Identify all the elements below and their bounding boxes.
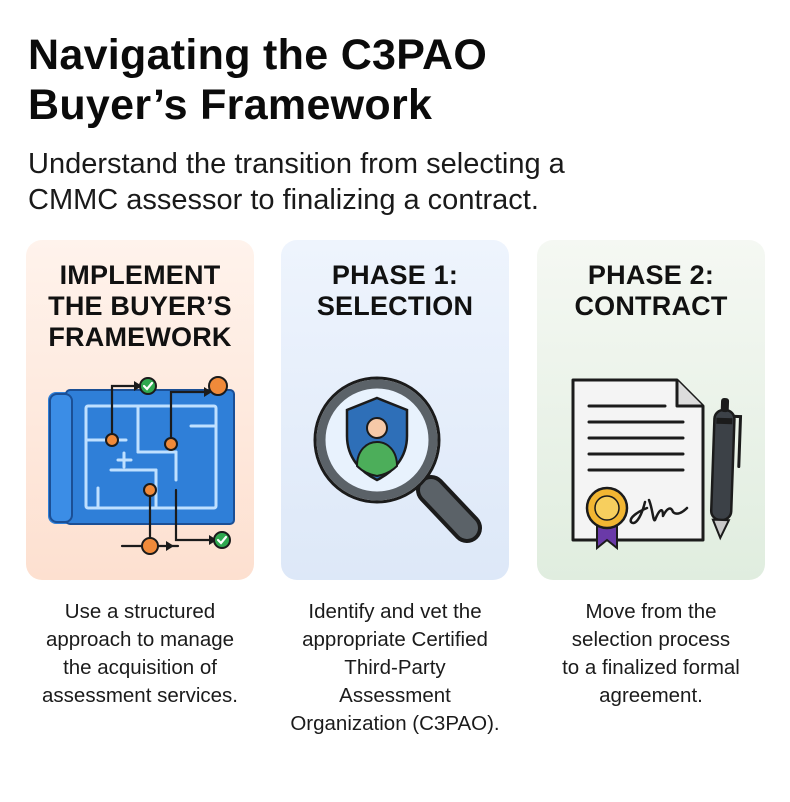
description-line: Use a structured [64,600,216,623]
card-heading-line: SELECTION [316,291,474,321]
card-phase-2-contract: PHASE 2: CONTRACT [537,240,765,580]
card-heading-line: CONTRACT [574,291,728,321]
card-heading: PHASE 1: SELECTION [281,260,509,322]
description-line: Third-Party [344,656,446,679]
card-heading-line: FRAMEWORK [48,322,232,352]
signed-contract-pen-icon [571,378,743,551]
description-line: Organization (C3PAO). [290,712,500,735]
card-heading-line: THE BUYER’S [48,291,232,321]
description-line: agreement. [599,684,703,707]
description-line: to a finalized formal [562,656,740,679]
description-line: selection process [571,628,731,651]
blueprint-flow-icon [48,376,235,555]
card-description-implement: Use a structured approach to manage the … [15,598,265,710]
card-implement-framework: IMPLEMENT THE BUYER’S FRAMEWORK [26,240,254,580]
card-phase-1-selection: PHASE 1: SELECTION [281,240,509,580]
card-description-selection: Identify and vet the appropriate Certifi… [270,598,520,738]
card-heading-line: PHASE 2: [587,260,715,290]
card-heading: IMPLEMENT THE BUYER’S FRAMEWORK [26,260,254,353]
page-title: Navigating the C3PAO Buyer’s Framework [28,30,768,130]
card-heading: PHASE 2: CONTRACT [537,260,765,322]
description-line: appropriate Certified [302,628,488,651]
subtitle-line: CMMC assessor to finalizing a contract. [28,184,539,216]
description-line: assessment services. [42,684,238,707]
description-line: Move from the [585,600,717,623]
subtitle-line: Understand the transition from selecting… [28,148,565,180]
description-line: Identify and vet the [308,600,482,623]
magnifier-shield-person-icon [313,376,482,543]
card-heading-line: IMPLEMENT [59,260,221,290]
description-line: Assessment [339,684,451,707]
description-line: approach to manage [45,628,235,651]
card-heading-line: PHASE 1: [331,260,459,290]
description-line: the acquisition of [63,656,217,679]
title-line: Buyer’s Framework [28,81,433,129]
title-line: Navigating the C3PAO [28,31,488,79]
card-description-contract: Move from the selection process to a fin… [526,598,776,710]
page-subtitle: Understand the transition from selecting… [28,146,768,218]
